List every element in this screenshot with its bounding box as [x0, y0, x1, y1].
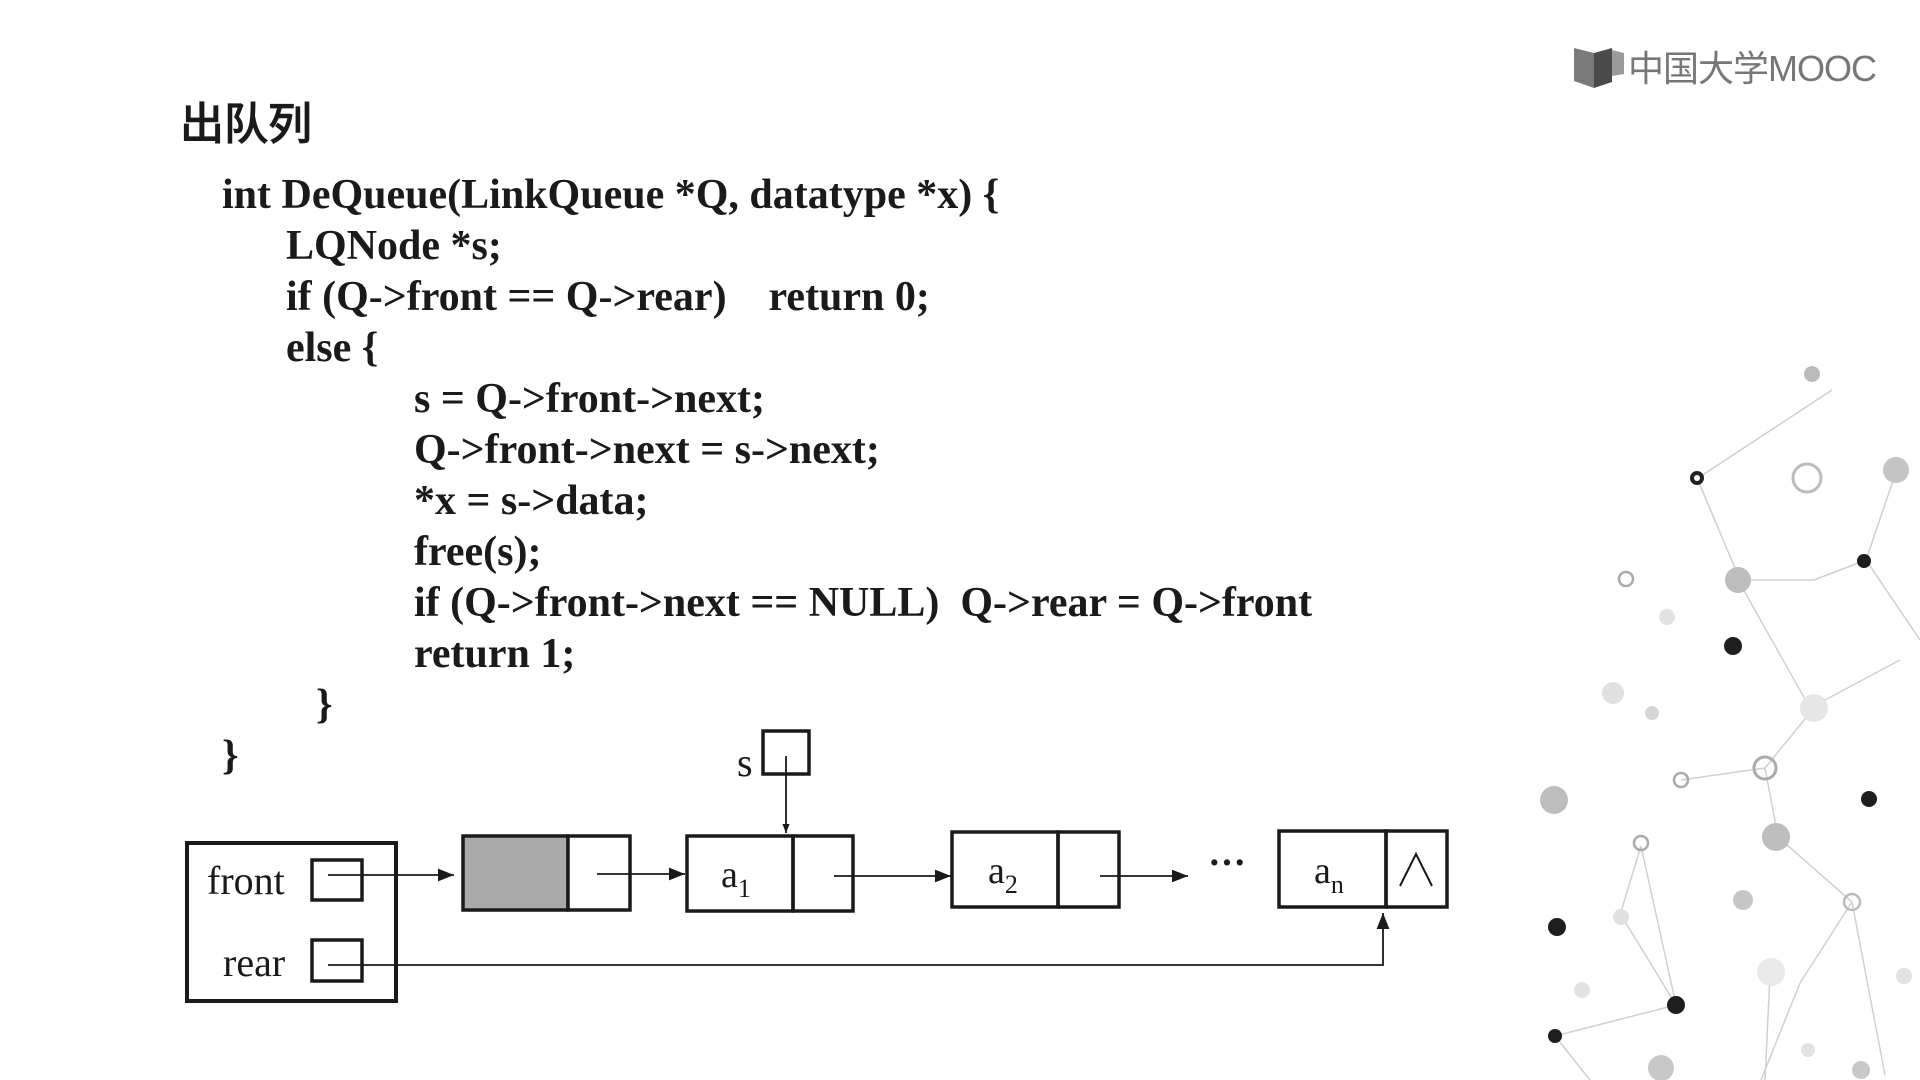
- code-line: if (Q->front->next == NULL) Q->rear = Q-…: [414, 580, 1313, 626]
- front-label: front: [207, 858, 285, 903]
- code-line: int DeQueue(LinkQueue *Q, datatype *x) {: [222, 172, 1000, 218]
- pointer-s: s: [737, 729, 811, 833]
- code-line: Q->front->next = s->next;: [414, 427, 880, 473]
- queue-pointer-box: front rear: [185, 841, 398, 1003]
- queue-node: an: [1277, 829, 1449, 909]
- code-line: *x = s->data;: [414, 478, 649, 524]
- ellipsis: ···: [1208, 842, 1246, 884]
- mooc-logo: 中国大学MOOC: [1572, 44, 1877, 89]
- code-line: free(s);: [414, 529, 542, 575]
- node-label: an: [1314, 850, 1344, 899]
- book-icon: [1574, 48, 1624, 88]
- queue-node: a1: [685, 834, 855, 913]
- code-line: LQNode *s;: [286, 223, 502, 269]
- queue-node: a2: [950, 830, 1121, 909]
- code-line: return 1;: [414, 631, 576, 677]
- pointer-arrows: [328, 867, 1390, 966]
- code-line: }: [222, 733, 239, 779]
- rear-label: rear: [223, 940, 285, 985]
- node-label: a1: [721, 854, 751, 903]
- code-line: s = Q->front->next;: [414, 376, 765, 422]
- node-label: a2: [988, 850, 1018, 899]
- code-line: else {: [286, 325, 379, 371]
- code-line: if (Q->front == Q->rear) return 0;: [286, 274, 930, 320]
- slide-title: 出队列: [180, 99, 312, 150]
- null-pointer-symbol: [1399, 851, 1433, 887]
- s-label: s: [737, 740, 753, 785]
- code-line: }: [316, 682, 333, 728]
- logo-text: 中国大学MOOC: [1628, 48, 1877, 89]
- network-nodes: [1540, 366, 1912, 1080]
- head-node: [461, 834, 632, 912]
